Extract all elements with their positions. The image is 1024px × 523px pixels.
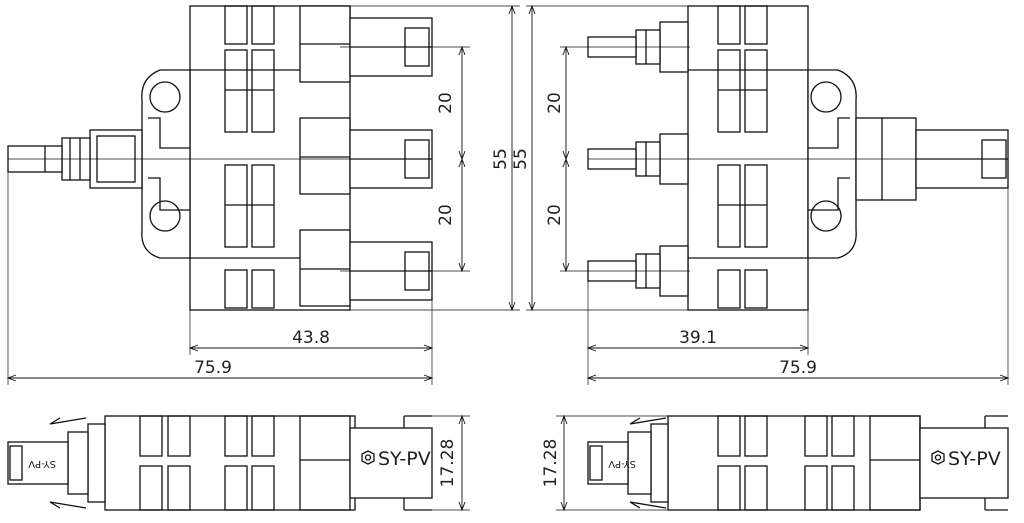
right-side-view (587, 415, 1009, 511)
svg-text:SY-PV: SY-PV (608, 458, 636, 469)
left-pitch-lower-label: 20 (436, 204, 456, 226)
left-mount-hole-lower (149, 200, 181, 232)
left-branch-connector-top-view (7, 5, 433, 311)
right-dimensions (526, 4, 1010, 385)
left-pitch-upper-label: 20 (436, 92, 456, 114)
right-body-ribs (688, 5, 808, 309)
left-brand-label: SY-PV (378, 448, 431, 470)
left-height-label: 55 (491, 148, 511, 170)
right-height-label: 55 (511, 148, 531, 170)
right-pitch-upper-label: 20 (545, 92, 565, 114)
left-thickness-label: 17.28 (438, 439, 458, 488)
right-mirrored-brand: SY-PV (608, 458, 636, 469)
right-side-body (667, 415, 921, 511)
right-mount-hole-upper (810, 81, 842, 113)
left-width-label: 43.8 (292, 328, 330, 348)
left-sockets (299, 5, 433, 307)
left-mount-hole-upper (149, 81, 181, 113)
left-dimensions (6, 4, 520, 385)
right-brand-label: SY-PV (948, 448, 1001, 470)
left-side-socket (349, 427, 433, 499)
left-brand-logo (361, 450, 375, 465)
right-hub (807, 69, 857, 259)
left-side-dimension (404, 414, 470, 512)
right-thickness-label: 17.28 (541, 439, 561, 488)
right-side-dimension (556, 414, 668, 512)
left-hub-detail (148, 117, 190, 211)
right-side-ribs (717, 415, 921, 511)
right-pitch-lower-label: 20 (545, 204, 565, 226)
right-length-label: 75.9 (779, 358, 817, 378)
right-mount-hole-lower (810, 200, 842, 232)
right-branch-connector-top-view (587, 5, 1009, 311)
svg-text:SY-PV: SY-PV (28, 458, 56, 469)
left-mirrored-brand: SY-PV (28, 458, 56, 469)
left-hub (141, 69, 191, 259)
right-hub-detail (808, 117, 850, 211)
left-length-label: 75.9 (194, 358, 232, 378)
left-body-ribs (190, 5, 350, 309)
right-width-label: 39.1 (679, 328, 717, 348)
left-side-body (104, 415, 356, 511)
right-brand-logo (931, 450, 945, 465)
right-body-outline (687, 5, 809, 311)
left-side-view (7, 415, 433, 511)
